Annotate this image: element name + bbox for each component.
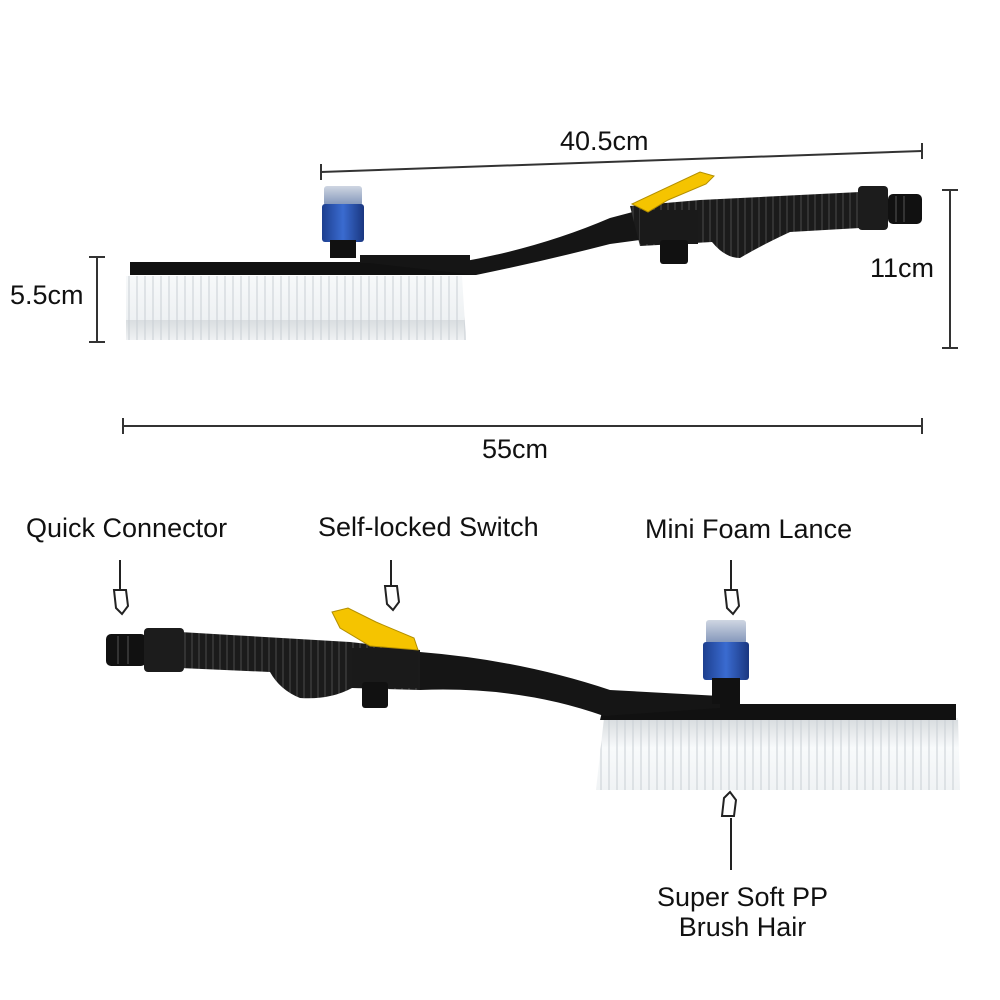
- top-shaft: [360, 210, 640, 275]
- bottom-shaft: [420, 652, 720, 716]
- brush-hair-label-line1: Super Soft PP: [656, 882, 829, 912]
- quick-connector-label: Quick Connector: [26, 513, 228, 543]
- bottom-quick-connector: [106, 628, 184, 672]
- callout-pointers: [112, 560, 741, 870]
- pointing-hand-icon: [112, 560, 130, 616]
- dimension-lines: [89, 143, 958, 434]
- dim-5-5-label: 5.5cm: [10, 280, 84, 310]
- brush-hair-label-line2: Brush Hair: [678, 912, 807, 942]
- top-trigger: [630, 171, 715, 213]
- bottom-trigger: [331, 607, 419, 651]
- dim-40-5-label: 40.5cm: [560, 126, 649, 156]
- top-quick-connector: [858, 186, 922, 230]
- top-foam-lance: [322, 186, 364, 258]
- bottom-brush-product: [106, 607, 960, 790]
- top-bristles: [126, 276, 466, 340]
- dim-11-label: 11cm: [870, 253, 935, 283]
- brush-hair-label: Super Soft PP Brush Hair: [630, 882, 855, 942]
- top-brush-product: [126, 171, 922, 340]
- pointing-hand-icon: [383, 560, 401, 612]
- self-locked-switch-label: Self-locked Switch: [318, 512, 539, 542]
- bottom-foam-lance: [703, 620, 749, 704]
- pointing-hand-icon: [720, 790, 738, 870]
- dim-40-5-line: [320, 150, 923, 173]
- dim-55-label: 55cm: [482, 434, 549, 464]
- mini-foam-lance-label: Mini Foam Lance: [645, 514, 853, 544]
- pointing-hand-icon: [723, 560, 741, 616]
- bottom-bristles: [596, 718, 960, 790]
